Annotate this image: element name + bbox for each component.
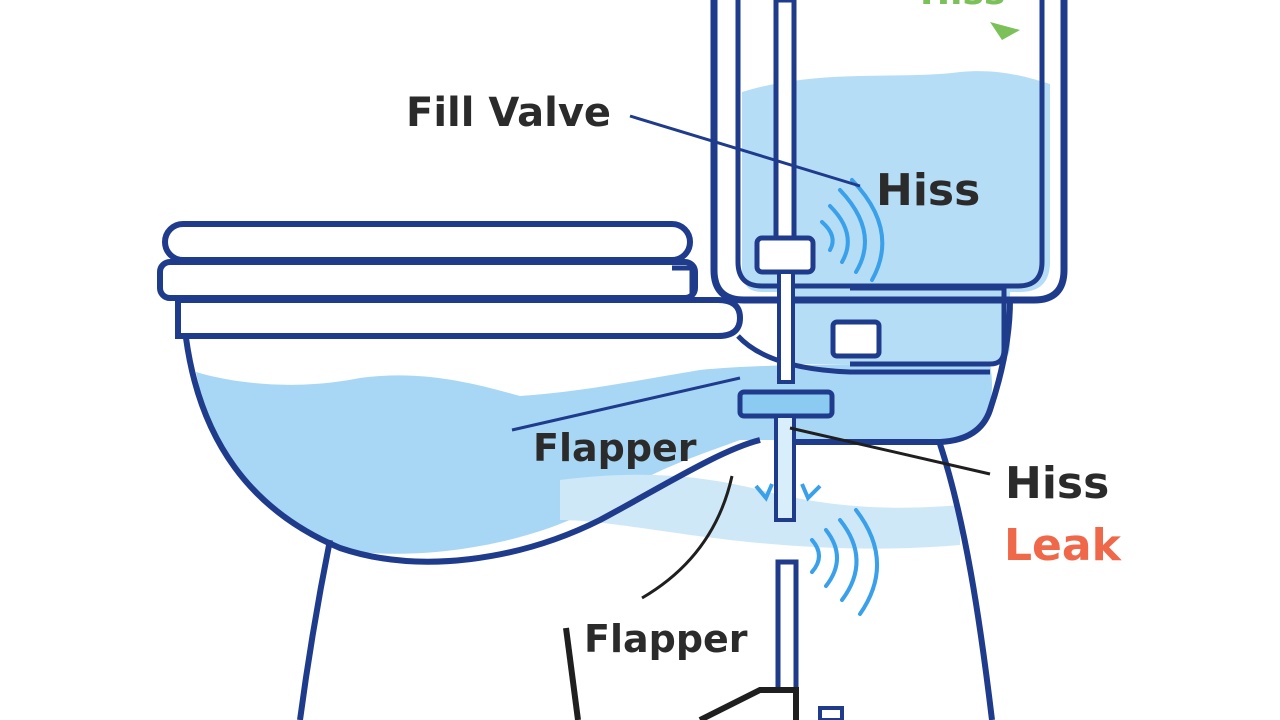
flapper-bowl-leader: [511, 376, 741, 432]
fill-valve-tube: [773, 0, 797, 243]
overflow-block: [830, 319, 882, 359]
pedestal-left: [297, 539, 333, 720]
fill-valve-label: Fill Valve: [406, 90, 611, 136]
tank-base-right: [790, 299, 1013, 445]
bowl-outline: [183, 337, 761, 565]
flush-pipe: [774, 414, 796, 522]
tank-hiss-label: Hiss: [876, 165, 980, 216]
tank-sound-waves: [820, 178, 885, 282]
top-hiss-label: Hiss: [920, 0, 1005, 13]
seat-hinge: [672, 265, 695, 296]
flapper-seal: [737, 389, 835, 419]
hiss-right-label: Hiss: [1005, 458, 1109, 509]
flapper-lower-leader: [641, 475, 734, 600]
lower-valve-nub: [818, 706, 844, 720]
tank-water: [742, 71, 1050, 292]
tank-outer: [710, 0, 1068, 304]
top-arrow-icon: [990, 22, 1020, 40]
lower-flapper-stem: [563, 627, 581, 720]
drip-arrow-left: [754, 483, 774, 502]
flush-valve-stem: [777, 270, 795, 384]
flapper-lower-label: Flapper: [584, 617, 748, 661]
leak-sound-waves: [810, 508, 880, 616]
leak-label: Leak: [1004, 520, 1123, 571]
fill-valve-leader: [629, 114, 861, 188]
hiss-right-leader: [789, 426, 991, 476]
toilet-seat: [157, 259, 698, 301]
lower-pipe: [775, 559, 799, 720]
fill-valve-cap: [754, 235, 816, 275]
trapway-water: [560, 474, 960, 549]
toilet-lid: [162, 221, 693, 263]
pedestal-right: [937, 443, 995, 720]
bowl-rim: [175, 297, 744, 339]
flapper-bowl-label: Flapper: [533, 426, 697, 470]
lower-flapper-arm: [698, 687, 799, 720]
drip-arrow-right: [800, 483, 822, 502]
